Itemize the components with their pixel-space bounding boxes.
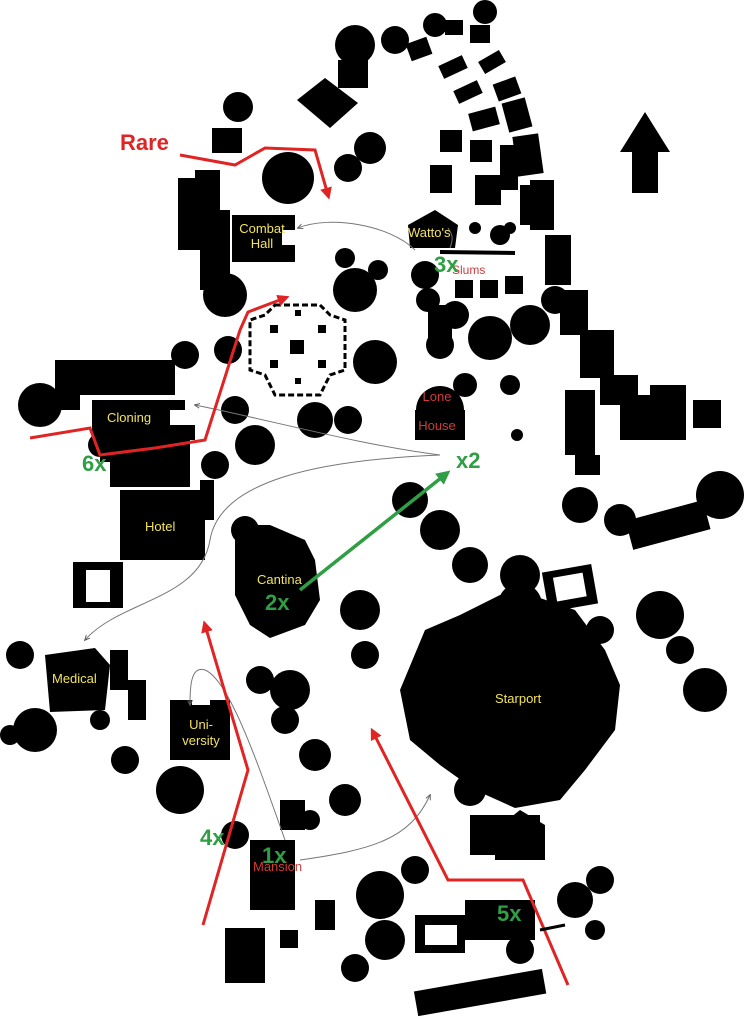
slums-line (439, 250, 516, 255)
route-marker-3: 3x (434, 252, 459, 277)
cantina-label: Cantina (257, 572, 302, 587)
mansion-label: Mansion (253, 859, 303, 874)
north-arrow-icon (620, 112, 670, 193)
combat-hall-label: Combat Hall (239, 221, 285, 251)
route-marker-x2: x2 (456, 448, 481, 473)
slums-label: Slums (452, 263, 486, 277)
route-marker-6: 6x (82, 451, 107, 476)
route-marker-4: 4x (200, 825, 225, 850)
thin-paths (85, 221, 453, 861)
starport-label: Starport (495, 691, 542, 706)
route-marker-5: 5x (497, 901, 522, 926)
university-label: Uni- versity (182, 717, 220, 748)
medical-label: Medical (52, 671, 97, 686)
cloning-label: Cloning (107, 410, 152, 425)
green-route (298, 470, 451, 592)
red-routes (29, 146, 570, 986)
hotel-label: Hotel (145, 519, 176, 534)
route-marker-2: 2x (265, 590, 290, 615)
rare-annotation: Rare (120, 130, 169, 155)
route-marker-1: 1x (262, 843, 287, 868)
lone-house-label: Lone House (418, 389, 456, 433)
wattos-label: Watto's (408, 225, 451, 240)
